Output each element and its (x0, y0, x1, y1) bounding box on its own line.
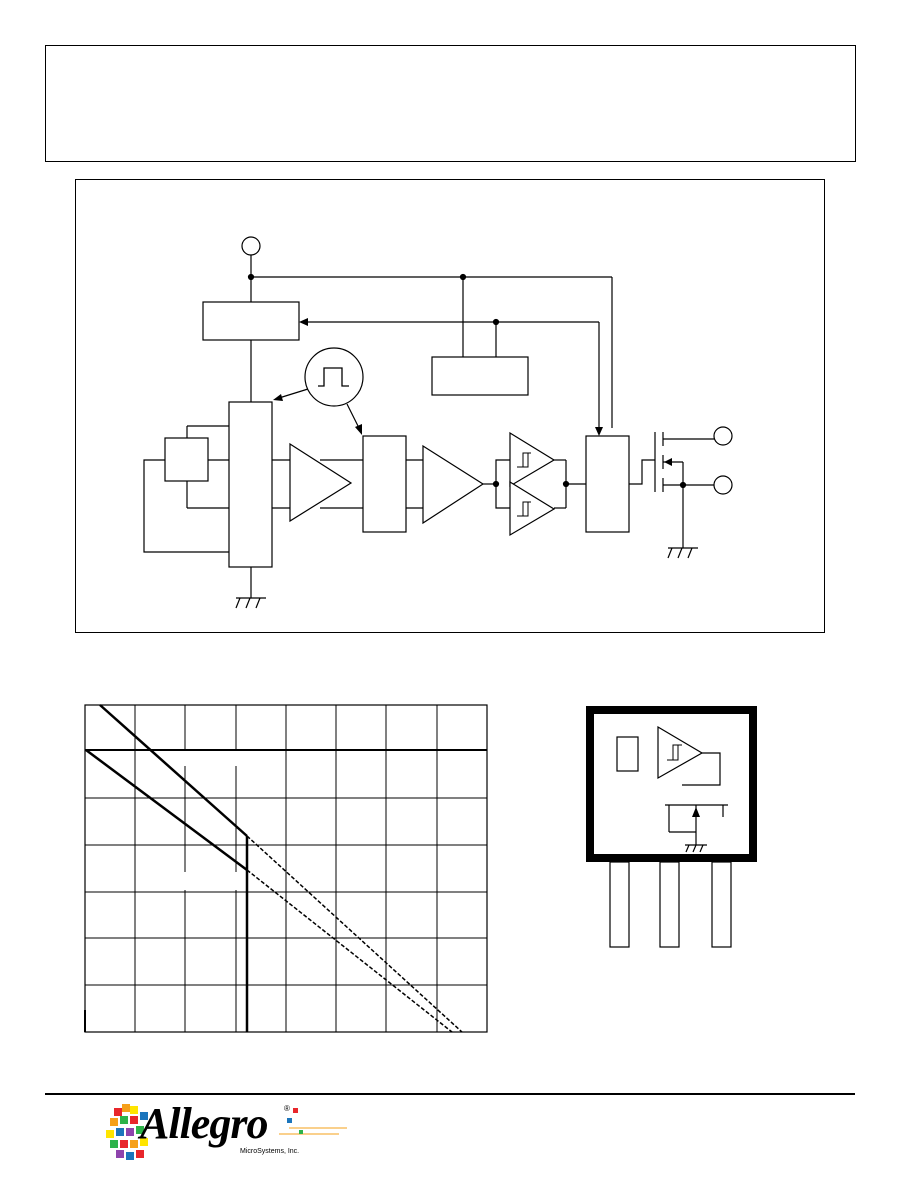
derating-curve-upper (99, 704, 248, 837)
square-wave-oscillator-icon (304, 347, 364, 407)
derating-curve-lower (85, 748, 248, 872)
chopper-switch-block (228, 401, 273, 568)
ground-icon-package (685, 844, 707, 853)
gain-amplifier-icon (422, 444, 485, 525)
pin-3-lead (711, 861, 732, 948)
logo-subtitle: MicroSystems, Inc. (240, 1148, 300, 1155)
sample-hold-block (362, 435, 407, 533)
hall-element (164, 437, 209, 482)
logo-dots-icon (279, 1108, 347, 1135)
logo-wordmark: Allegro (140, 1099, 268, 1148)
functional-block-diagram (75, 179, 825, 633)
schmitt-trigger-icon-package (657, 725, 704, 780)
footer-rule (45, 1093, 855, 1095)
reference-block (431, 356, 529, 396)
logo-mosaic-icon (106, 1104, 148, 1160)
logo-registered-mark: ® (284, 1104, 290, 1113)
package-body (586, 706, 757, 862)
ground-icon-output (667, 547, 698, 559)
ground-icon (235, 597, 266, 609)
schmitt-trigger-icon-2 (509, 480, 556, 537)
schmitt-trigger-icon (509, 431, 556, 488)
chart-grid (85, 705, 487, 1032)
allegro-logo: Allegro ® MicroSystems, Inc. (104, 1099, 349, 1164)
derating-extension-lower (246, 869, 453, 1033)
output-latch-block (585, 435, 630, 533)
pin-2-lead (659, 861, 680, 948)
ground-pin-circle (713, 475, 733, 495)
power-derating-chart (80, 700, 492, 1038)
pin-1-lead (609, 861, 630, 948)
package-pinout-diagram (585, 705, 760, 955)
output-pin-circle (713, 426, 733, 446)
hall-element-icon (616, 736, 639, 772)
triangle-amplifier-icon (289, 442, 353, 523)
header-panel (45, 45, 856, 162)
regulator-block (202, 301, 300, 341)
supply-pin-circle (241, 236, 261, 256)
derating-extension-upper (246, 835, 463, 1033)
open-drain-mosfet-icon (654, 432, 716, 548)
